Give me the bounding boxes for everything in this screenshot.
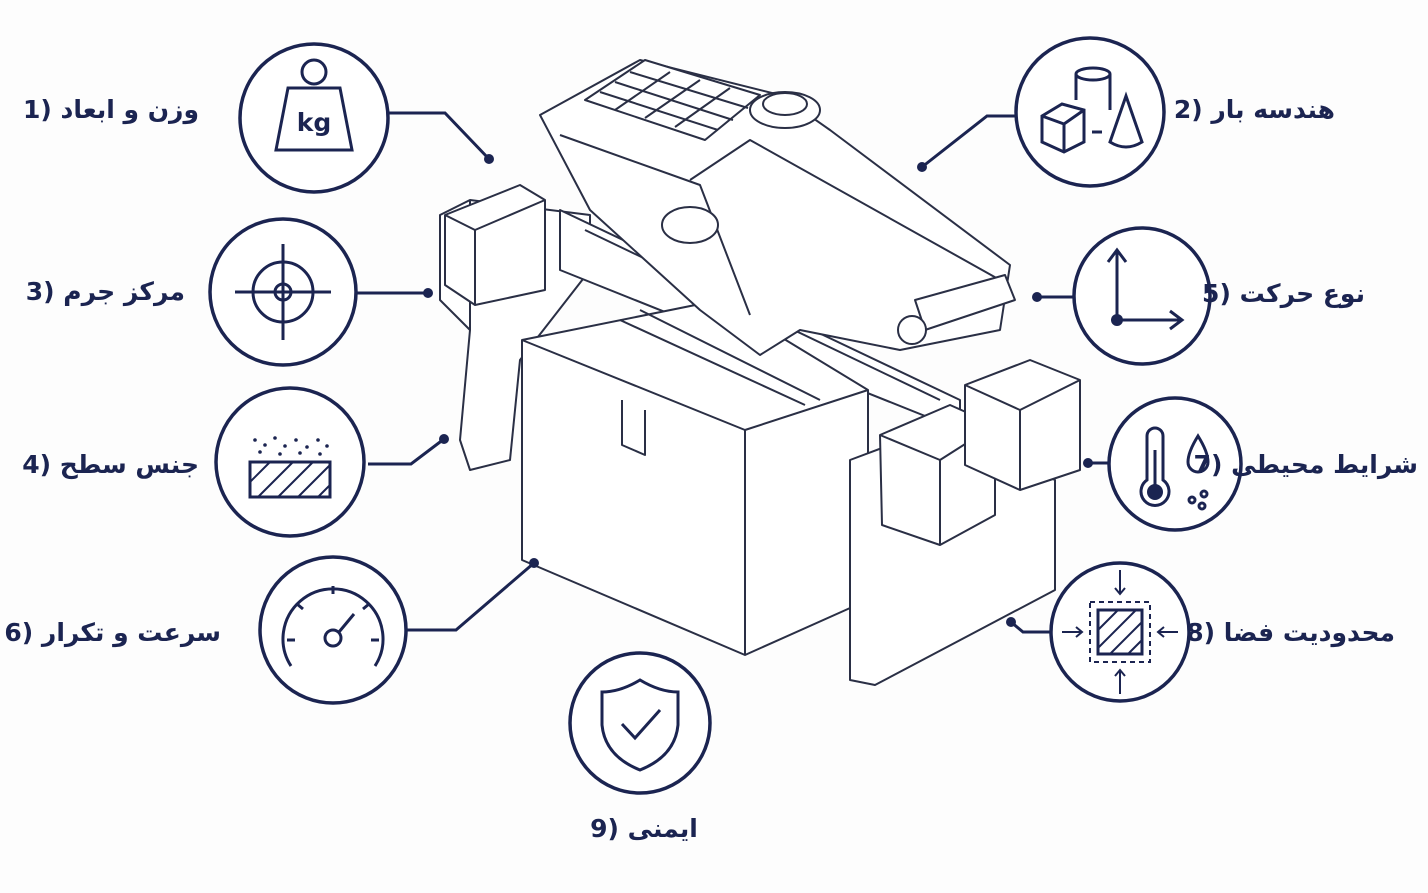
factor-label-surface: 4) جنس سطح	[22, 450, 199, 480]
surface-texture-icon	[214, 386, 366, 538]
factor-label-motion: 5) نوع حرکت	[1202, 279, 1365, 309]
crosshair-target-icon	[208, 217, 358, 367]
shapes-geometry-icon	[1014, 36, 1166, 188]
factor-label-environment: 7) شرایط محیطی	[1194, 450, 1418, 480]
factor-label-speed: 6) سرعت و تکرار	[4, 618, 221, 648]
factor-9: 9) ایمنی	[568, 651, 712, 843]
shield-check-icon	[568, 651, 712, 795]
factor-label-center-of-mass: 3) مرکز جرم	[26, 277, 185, 307]
connector-lines	[357, 111, 1110, 634]
factor-3: 3) مرکز جرم	[26, 217, 358, 367]
factor-5: 5) نوع حرکت	[1072, 226, 1365, 366]
space-constraint-icon	[1049, 561, 1191, 703]
kg-icon-text: kg	[297, 108, 332, 137]
factor-1: kg 1) وزن و ابعاد	[23, 42, 390, 194]
xy-axes-icon	[1072, 226, 1212, 366]
factor-6: 6) سرعت و تکرار	[4, 555, 408, 705]
factor-4: 4) جنس سطح	[22, 386, 366, 538]
factor-label-space: 8) محدودیت فضا	[1186, 618, 1395, 648]
thermometer-droplet-icon	[1107, 396, 1243, 532]
factor-label-geometry: 2) هندسه بار	[1174, 95, 1335, 124]
factor-7: 7) شرایط محیطی	[1107, 396, 1418, 532]
weight-kg-icon: kg	[238, 42, 390, 194]
factor-label-safety: 9) ایمنی	[590, 814, 698, 843]
factor-8: 8) محدودیت فضا	[1049, 561, 1395, 703]
speedometer-icon	[258, 555, 408, 705]
factor-2: 2) هندسه بار	[1014, 36, 1335, 188]
gripper-illustration	[439, 59, 1081, 686]
factor-label-weight: 1) وزن و ابعاد	[23, 95, 199, 125]
